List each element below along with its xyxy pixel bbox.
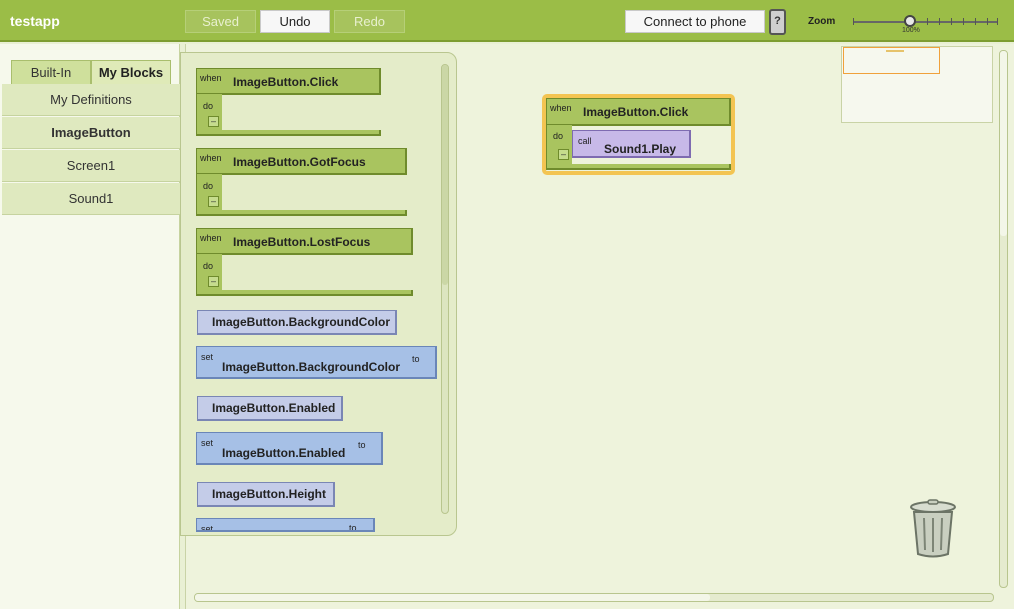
sidebar-item-imagebutton[interactable]: ImageButton xyxy=(2,117,180,149)
horizontal-scrollbar-thumb[interactable] xyxy=(195,594,710,601)
when-keyword: when xyxy=(200,153,222,163)
sidebar-item-sound1[interactable]: Sound1 xyxy=(2,183,180,215)
zoom-tick xyxy=(927,18,928,25)
setter-block[interactable]: set ImageButton.BackgroundColor to xyxy=(196,346,437,379)
call-keyword: call xyxy=(578,136,592,146)
zoom-label: Zoom xyxy=(808,16,836,27)
zoom-percent: 100% xyxy=(902,27,920,34)
undo-button[interactable]: Undo xyxy=(260,10,330,33)
collapse-icon[interactable]: – xyxy=(558,149,569,160)
vertical-scrollbar-thumb[interactable] xyxy=(1000,51,1007,236)
setter-block[interactable]: set ImageButton.Enabled to xyxy=(196,432,383,465)
minimap-viewport[interactable] xyxy=(843,47,940,74)
collapse-icon[interactable]: – xyxy=(208,196,219,207)
phone-help-icon[interactable]: ? xyxy=(769,9,786,35)
minimap-block-marker xyxy=(886,50,904,52)
selection-highlight xyxy=(542,94,735,175)
getter-block[interactable]: ImageButton.BackgroundColor xyxy=(197,310,397,335)
zoom-slider-knob[interactable] xyxy=(904,15,916,27)
event-name: ImageButton.LostFocus xyxy=(233,235,371,249)
top-bar: testapp xyxy=(0,0,1014,42)
to-keyword: to xyxy=(358,440,366,450)
collapse-icon[interactable]: – xyxy=(208,116,219,127)
to-keyword: to xyxy=(412,354,420,364)
workspace-event-block[interactable]: when ImageButton.Click do – xyxy=(546,98,732,172)
when-keyword: when xyxy=(550,103,572,113)
setter-block[interactable]: set to xyxy=(196,518,375,532)
workspace-minimap[interactable] xyxy=(841,46,993,123)
to-keyword: to xyxy=(349,523,357,532)
zoom-tick xyxy=(963,18,964,25)
zoom-tick xyxy=(987,18,988,25)
zoom-tick xyxy=(951,18,952,25)
tab-built-in[interactable]: Built-In xyxy=(11,60,91,84)
event-name: ImageButton.GotFocus xyxy=(233,155,366,169)
when-keyword: when xyxy=(200,233,222,243)
set-keyword: set xyxy=(201,438,214,448)
set-keyword: set xyxy=(201,524,214,532)
set-keyword: set xyxy=(201,352,214,362)
redo-button[interactable]: Redo xyxy=(334,10,405,33)
workspace-horizontal-scrollbar[interactable] xyxy=(194,593,994,602)
workspace-vertical-scrollbar[interactable] xyxy=(999,50,1008,588)
setter-name: ImageButton.Enabled xyxy=(222,446,346,460)
getter-block[interactable]: ImageButton.Height xyxy=(197,482,335,507)
connect-to-phone-button[interactable]: Connect to phone xyxy=(625,10,765,33)
sidebar-item-screen1[interactable]: Screen1 xyxy=(2,150,180,182)
sidebar-item-my-definitions[interactable]: My Definitions xyxy=(2,84,180,116)
trash-icon[interactable] xyxy=(909,498,957,558)
zoom-tick xyxy=(939,18,940,25)
saved-button[interactable]: Saved xyxy=(185,10,256,33)
drawer-scrollbar[interactable] xyxy=(441,64,449,514)
event-name: ImageButton.Click xyxy=(233,75,339,89)
drawer-event-block[interactable]: when ImageButton.GotFocus do – xyxy=(196,148,408,218)
getter-block[interactable]: ImageButton.Enabled xyxy=(197,396,343,421)
do-keyword: do xyxy=(203,181,214,191)
do-keyword: do xyxy=(203,101,214,111)
blocks-sidebar: Built-In My Blocks My Definitions ImageB… xyxy=(0,44,180,609)
drawer-scrollbar-thumb[interactable] xyxy=(442,65,448,285)
zoom-tick xyxy=(997,18,998,25)
tab-my-blocks[interactable]: My Blocks xyxy=(91,60,171,84)
when-keyword: when xyxy=(200,73,222,83)
event-name: ImageButton.Click xyxy=(583,105,689,119)
collapse-icon[interactable]: – xyxy=(208,276,219,287)
call-block[interactable]: call Sound1.Play xyxy=(572,130,691,158)
setter-name: ImageButton.BackgroundColor xyxy=(222,360,401,374)
do-keyword: do xyxy=(203,261,214,271)
drawer-event-block[interactable]: when ImageButton.LostFocus do – xyxy=(196,228,414,298)
zoom-tick xyxy=(975,18,976,25)
app-title: testapp xyxy=(10,13,60,29)
zoom-tick xyxy=(853,18,854,25)
do-keyword: do xyxy=(553,131,564,141)
call-name: Sound1.Play xyxy=(604,142,677,156)
zoom-slider-track[interactable] xyxy=(853,18,998,25)
drawer-event-block[interactable]: when ImageButton.Click do – xyxy=(196,68,382,138)
